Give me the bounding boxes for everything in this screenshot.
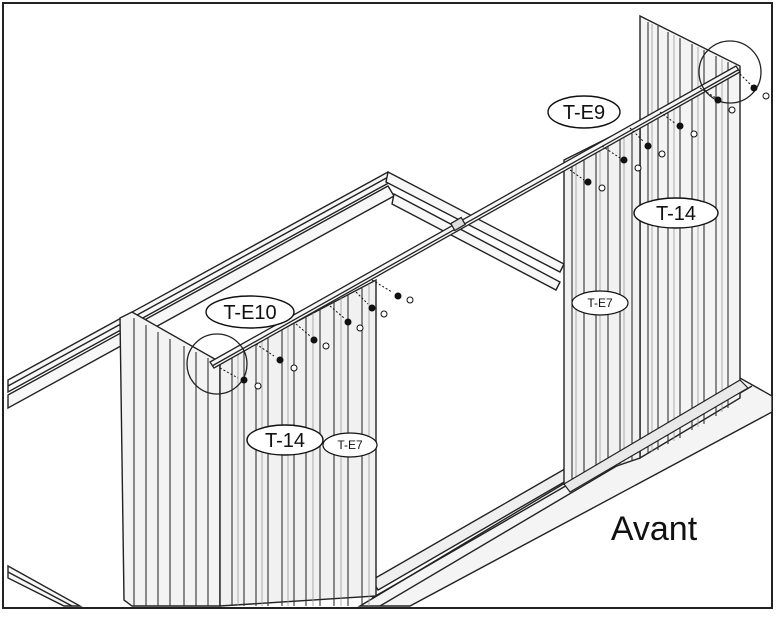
bolt xyxy=(371,279,414,304)
bolt xyxy=(699,87,736,114)
callout-te9: T-E9 xyxy=(547,95,621,129)
label-te10: T-E10 xyxy=(223,302,276,324)
bolt xyxy=(329,305,364,332)
callout-t14-right: T-14 xyxy=(633,197,719,229)
bolt xyxy=(629,127,666,158)
top-beam xyxy=(209,65,741,369)
label-t14-left: T-14 xyxy=(265,430,305,452)
callout-te7-right: T-E7 xyxy=(571,290,629,316)
bolt xyxy=(659,111,698,138)
callout-te10: T-E10 xyxy=(205,295,295,329)
corner-detail-circle-left xyxy=(186,333,248,395)
label-t14-right: T-14 xyxy=(656,203,696,225)
label-te7-left: T-E7 xyxy=(337,438,363,452)
label-te9: T-E9 xyxy=(563,102,605,124)
figure-border xyxy=(2,2,773,609)
bolt xyxy=(355,291,388,318)
bolt xyxy=(601,145,642,172)
bolt xyxy=(219,367,262,390)
callout-te7-left: T-E7 xyxy=(322,432,378,458)
bolt xyxy=(569,169,606,192)
bolt xyxy=(739,73,770,100)
bolt xyxy=(295,323,330,350)
corner-detail-circle-right xyxy=(698,40,762,104)
front-label: Avant xyxy=(611,510,698,548)
screws xyxy=(219,73,770,390)
bolt xyxy=(255,343,298,372)
callout-t14-left: T-14 xyxy=(246,424,324,456)
label-te7-right: T-E7 xyxy=(587,296,613,310)
